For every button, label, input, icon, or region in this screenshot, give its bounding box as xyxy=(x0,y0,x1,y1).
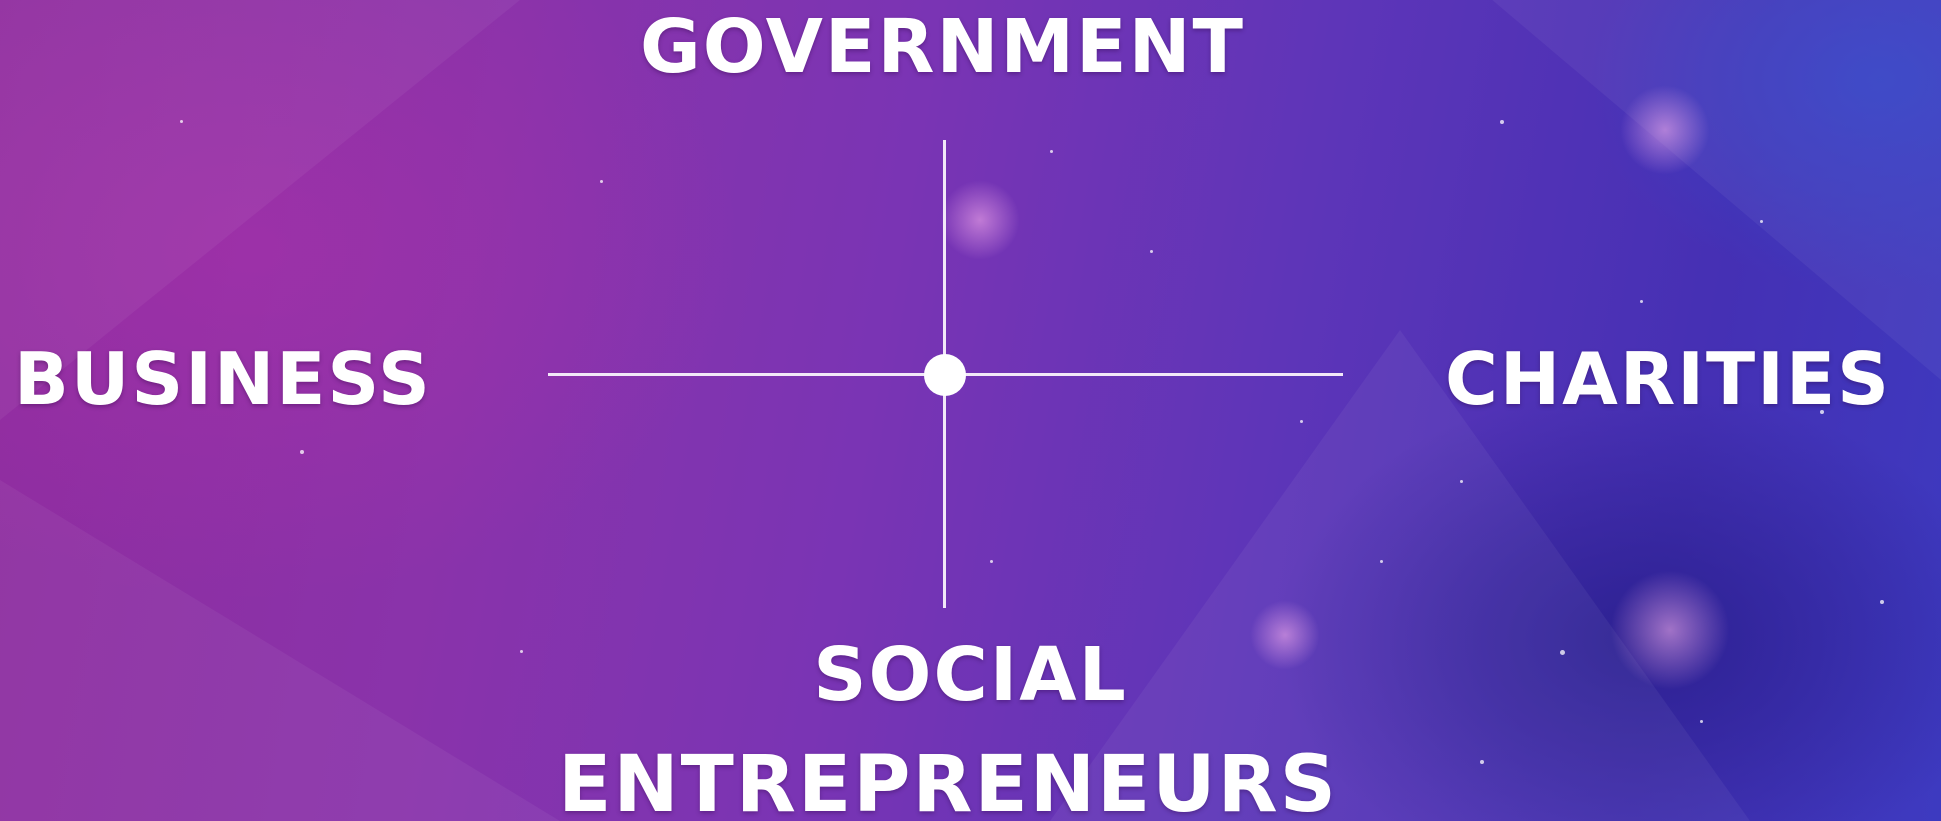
label-government: GOVERNMENT xyxy=(640,4,1245,90)
star-dot xyxy=(1500,120,1504,124)
label-entrepreneurs: ENTREPRENEURS xyxy=(558,740,1338,821)
star-dot xyxy=(1460,480,1463,483)
star-dot xyxy=(600,180,603,183)
star-dot xyxy=(1700,720,1703,723)
label-social: SOCIAL xyxy=(813,632,1128,718)
nebula-glow xyxy=(1610,570,1730,690)
star-dot xyxy=(180,120,183,123)
label-business: BUSINESS xyxy=(14,337,432,421)
nebula-glow xyxy=(940,180,1020,260)
star-dot xyxy=(1150,250,1153,253)
star-dot xyxy=(990,560,993,563)
star-dot xyxy=(300,450,304,454)
star-dot xyxy=(1880,600,1884,604)
star-dot xyxy=(1640,300,1643,303)
nebula-glow xyxy=(1620,85,1710,175)
star-dot xyxy=(1480,760,1484,764)
star-dot xyxy=(1560,650,1565,655)
nebula-glow xyxy=(1250,600,1320,670)
star-dot xyxy=(1760,220,1763,223)
star-dot xyxy=(1380,560,1383,563)
star-dot xyxy=(1300,420,1303,423)
star-dot xyxy=(1820,410,1824,414)
label-charities: CHARITIES xyxy=(1445,337,1891,421)
star-dot xyxy=(1050,150,1053,153)
star-dot xyxy=(520,650,523,653)
center-point xyxy=(924,354,966,396)
